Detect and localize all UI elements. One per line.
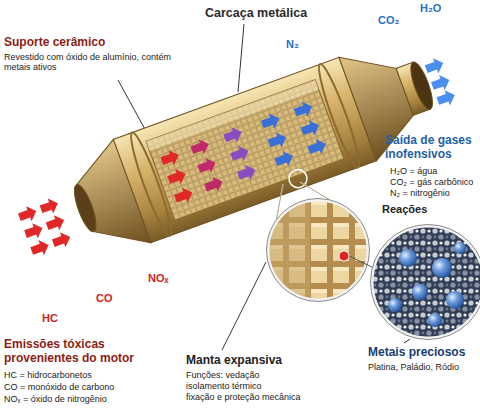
part-note: fixação e proteção mecânica bbox=[186, 392, 301, 402]
catalyst-zoom bbox=[370, 224, 480, 340]
part-label: Reações bbox=[382, 203, 427, 216]
part-note: Funções: vedação bbox=[186, 370, 260, 380]
legend-note: H₂O = água bbox=[390, 166, 437, 176]
part-label: Suporte cerâmico bbox=[4, 36, 105, 50]
gas-formula: HC bbox=[42, 312, 58, 325]
gas-formula: H₂O bbox=[420, 2, 441, 15]
leader-line bbox=[238, 24, 244, 92]
honeycomb-zoom bbox=[260, 195, 380, 305]
gas-formula: N₂ bbox=[286, 38, 299, 51]
legend-note: CO = monóxido de carbono bbox=[4, 382, 114, 392]
section-heading: Saída de gases inofensivos bbox=[385, 134, 477, 162]
part-note: isolamento térmico bbox=[186, 381, 262, 391]
part-label: Carcaça metálica bbox=[205, 6, 307, 20]
gas-formula: NOₓ bbox=[148, 272, 169, 285]
part-label: Manta expansiva bbox=[186, 354, 282, 368]
legend-note: CO₂ = gás carbônico bbox=[390, 177, 473, 187]
gas-formula: CO bbox=[96, 292, 113, 305]
part-note: Revestido com óxido de alumínio, contém … bbox=[4, 52, 172, 73]
section-heading: Emissões tóxicas provenientes do motor bbox=[4, 338, 154, 366]
part-label: Metais preciosos bbox=[368, 346, 465, 360]
legend-note: HC = hidrocarbonetos bbox=[4, 370, 92, 380]
part-note: Platina, Paládio, Ródio bbox=[368, 362, 459, 372]
legend-note: NOₓ = óxido de nitrogênio bbox=[4, 394, 107, 404]
leader-line bbox=[222, 262, 266, 350]
leader-line bbox=[404, 339, 410, 343]
legend-note: N₂ = nitrogênio bbox=[390, 188, 450, 198]
gas-formula: CO₂ bbox=[378, 14, 399, 27]
